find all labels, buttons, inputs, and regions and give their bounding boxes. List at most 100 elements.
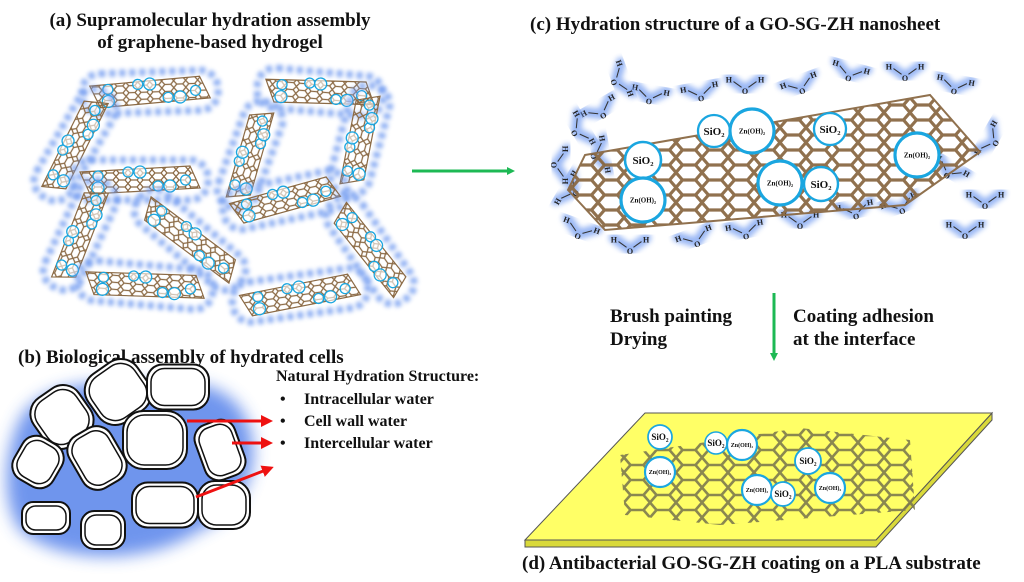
svg-text:O: O — [798, 86, 807, 97]
hydrated-cell — [122, 410, 188, 470]
svg-text:H: H — [936, 73, 944, 83]
mini-particle — [242, 209, 256, 223]
mini-particle — [276, 185, 290, 199]
water-molecule: HOH — [722, 215, 765, 242]
svg-text:H: H — [579, 108, 590, 119]
mini-particle — [156, 286, 169, 299]
hydrated-cell — [197, 480, 251, 530]
panel-b-title: (b) Biological assembly of hydrated cell… — [18, 347, 344, 368]
water-molecule: HOH — [723, 72, 767, 96]
hydrated-cell — [131, 481, 199, 529]
svg-text:H: H — [758, 76, 765, 85]
svg-text:O: O — [742, 87, 748, 96]
svg-text:H: H — [779, 80, 789, 91]
water-molecule: HOH — [943, 217, 987, 241]
znoh2-label: Zn(OH)₂ — [746, 487, 769, 494]
panel-a-title: (a) Supramolecular hydration assembly of… — [40, 10, 380, 54]
svg-text:H: H — [614, 59, 625, 69]
mini-particle — [373, 268, 387, 282]
sio2-label: SiO₂ — [703, 126, 725, 138]
mini-particle — [201, 256, 215, 270]
water-molecule: HOH — [935, 70, 978, 97]
mini-particle — [313, 292, 325, 305]
mini-particle — [217, 262, 230, 274]
svg-text:H: H — [756, 217, 764, 227]
mini-nanosheet — [322, 192, 418, 308]
mini-particle — [97, 271, 110, 284]
mini-particle — [90, 194, 102, 207]
svg-text:H: H — [663, 88, 671, 98]
legend-item-cell-wall: Cell wall water — [276, 411, 434, 433]
svg-text:H: H — [587, 137, 598, 148]
mini-particle — [352, 167, 366, 181]
svg-text:O: O — [608, 78, 619, 87]
svg-text:H: H — [886, 63, 893, 72]
svg-text:H: H — [813, 211, 820, 220]
znoh2-particle: Zn(OH)₂ — [740, 473, 774, 507]
svg-text:O: O — [844, 73, 852, 83]
znoh2-label: Zn(OH)₂ — [630, 196, 656, 204]
svg-text:O: O — [898, 206, 907, 217]
mini-particle — [66, 224, 80, 239]
svg-text:H: H — [966, 191, 973, 200]
svg-text:O: O — [598, 110, 608, 121]
mini-particle — [274, 89, 288, 104]
znoh2-particle: Zn(OH)₂ — [725, 428, 759, 462]
svg-text:H: H — [809, 69, 819, 80]
svg-text:H: H — [631, 83, 639, 93]
sio2-particle: SiO₂ — [794, 447, 822, 475]
znoh2-particle: Zn(OH)₂ — [728, 107, 776, 155]
water-molecule: HOH — [630, 80, 673, 107]
mini-particle — [86, 118, 100, 132]
mini-particle — [252, 291, 264, 303]
svg-text:O: O — [697, 94, 705, 104]
mini-particle — [346, 211, 358, 224]
legend-item-intercellular: Intercellular water — [276, 433, 434, 455]
svg-text:H: H — [568, 168, 579, 179]
water-molecule: HOH — [549, 143, 573, 187]
mini-particle — [95, 282, 110, 296]
hydrated-cell — [146, 363, 210, 411]
znoh2-label: Zn(OH)₂ — [649, 469, 672, 476]
water-molecule: HOH — [608, 232, 652, 256]
svg-text:O: O — [852, 212, 860, 222]
mini-particle — [132, 78, 144, 91]
svg-text:H: H — [961, 168, 972, 179]
coating-adhesion-label: Coating adhesion — [793, 306, 934, 327]
hydrated-cell — [193, 418, 247, 482]
svg-text:H: H — [978, 221, 985, 230]
water-molecule: HOH — [970, 117, 1001, 157]
svg-text:H: H — [918, 63, 925, 72]
sio2-particle: SiO₂ — [647, 424, 673, 450]
mini-particle — [339, 283, 351, 295]
mini-particle — [320, 185, 332, 197]
interface-label: at the interface — [793, 329, 916, 350]
svg-text:H: H — [679, 85, 687, 95]
mini-particle — [252, 302, 267, 316]
mini-particle — [240, 198, 253, 210]
mini-particle — [128, 270, 140, 282]
mini-nanosheet — [30, 85, 120, 205]
mini-particle — [365, 111, 379, 126]
mini-particle — [256, 115, 268, 127]
hydrated-cell — [11, 434, 65, 490]
mini-particle — [188, 227, 202, 241]
arrow-intercellular — [195, 465, 274, 499]
sio2-label: SiO₂ — [651, 432, 669, 442]
sio2-label: SiO₂ — [632, 155, 654, 167]
svg-text:O: O — [990, 138, 1001, 148]
mini-particle — [363, 99, 375, 111]
mini-nanosheet — [68, 156, 212, 204]
water-molecule: HOH — [883, 59, 927, 83]
panel-c-title: (c) Hydration structure of a GO-SG-ZH na… — [530, 14, 941, 35]
mini-nanosheet — [73, 257, 217, 313]
svg-text:H: H — [724, 223, 732, 233]
mini-particle — [56, 174, 71, 188]
mini-particle — [55, 259, 68, 271]
legend-item-intracellular: Intracellular water — [276, 389, 434, 411]
